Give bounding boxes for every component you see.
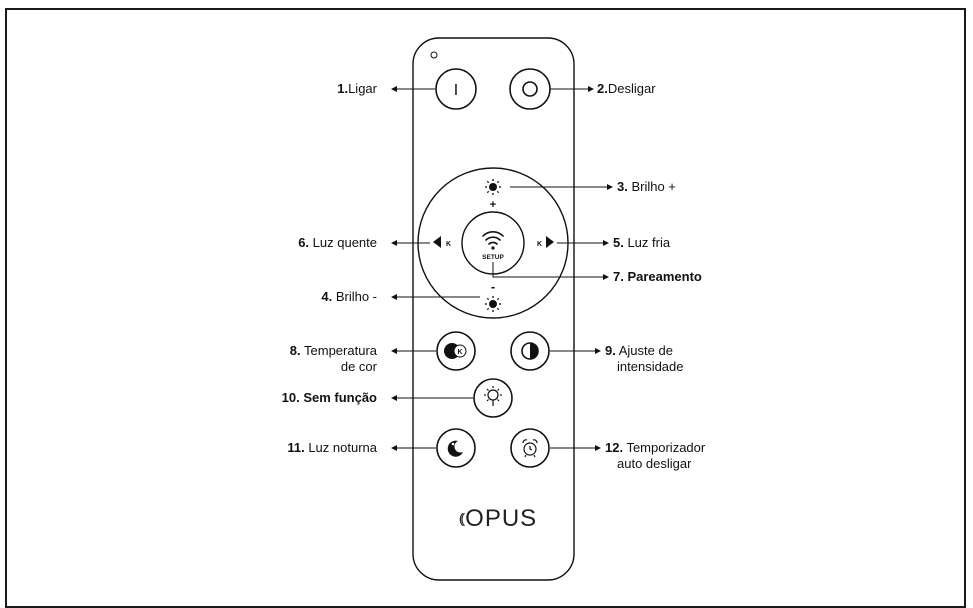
label-luz-noturna: 11. Luz noturna bbox=[287, 440, 377, 455]
timer-button[interactable] bbox=[510, 428, 550, 468]
cold-light-button[interactable]: K bbox=[537, 236, 554, 248]
color-temperature-button[interactable]: K bbox=[436, 331, 476, 371]
left-triangle-icon bbox=[433, 236, 441, 248]
bulb-icon bbox=[484, 386, 502, 406]
label-desligar: 2.Desligar bbox=[597, 81, 656, 96]
night-light-button[interactable] bbox=[436, 428, 476, 468]
label-brilho-minus: 4. Brilho - bbox=[321, 289, 377, 304]
label-pareamento: 7. Pareamento bbox=[613, 269, 702, 284]
sun-icon-top bbox=[485, 179, 501, 195]
plus-symbol: + bbox=[490, 199, 496, 211]
callout-lines bbox=[391, 86, 613, 451]
power-off-button[interactable] bbox=[509, 68, 551, 110]
remote-control-illustration: I + - bbox=[391, 37, 613, 581]
setup-button[interactable]: SETUP bbox=[461, 211, 525, 275]
arrow-7 bbox=[492, 262, 609, 280]
alarm-clock-icon bbox=[522, 439, 538, 458]
wifi-icon bbox=[482, 231, 504, 245]
sun-icon-bottom bbox=[485, 296, 501, 312]
indicator-led bbox=[430, 51, 438, 59]
label-brilho-plus: 3. Brilho + bbox=[617, 179, 676, 194]
no-function-button[interactable] bbox=[473, 378, 513, 418]
warm-k-symbol: K bbox=[446, 241, 451, 248]
power-off-ring-icon bbox=[522, 81, 538, 97]
brightness-minus-button[interactable]: - bbox=[485, 279, 501, 312]
label-luz-fria: 5. Luz fria bbox=[613, 235, 671, 250]
moon-icon bbox=[447, 440, 463, 457]
opus-logo: ((OPUS bbox=[458, 505, 538, 532]
right-triangle-icon bbox=[546, 236, 554, 248]
minus-symbol: - bbox=[491, 279, 495, 294]
power-on-symbol: I bbox=[454, 82, 458, 99]
warm-light-button[interactable]: K bbox=[433, 236, 451, 248]
label-sem-funcao: 10. Sem função bbox=[281, 390, 377, 405]
color-temp-k-symbol: K bbox=[457, 349, 462, 356]
setup-label: SETUP bbox=[482, 254, 504, 261]
label-luz-quente: 6. Luz quente bbox=[298, 235, 377, 250]
intensity-button[interactable] bbox=[510, 331, 550, 371]
label-ligar: 1.Ligar bbox=[337, 81, 377, 96]
cold-k-symbol: K bbox=[537, 241, 542, 248]
power-on-button[interactable]: I bbox=[435, 68, 477, 110]
brightness-plus-button[interactable]: + bbox=[485, 179, 501, 211]
